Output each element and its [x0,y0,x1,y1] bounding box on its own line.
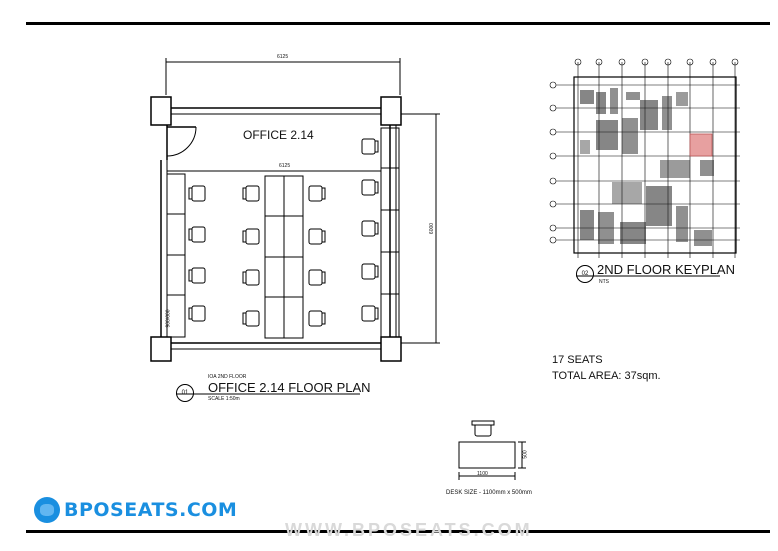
chair [188,185,206,202]
chair [188,267,206,284]
plan-number-circle: 01 [176,384,194,402]
inner-dimension-label: 6125 [279,163,291,169]
chair [361,179,379,196]
right-dimension-label: 6000 [429,222,436,235]
seat-count: 17 SEATS [552,354,603,366]
column-tl [150,96,172,126]
chair [188,305,206,322]
room-name: OFFICE 2.14 [243,128,314,142]
top-rule [26,22,770,25]
chair [308,228,326,245]
chair [361,138,379,155]
top-dimension-label: 6125 [277,54,289,60]
column-tr [380,96,402,126]
keyplan-number-circle: 02 [576,265,594,283]
desk-detail [458,420,526,480]
seat-info: 17 SEATS TOTAL AREA: 37sqm. [552,352,661,384]
keyplan-scale: NTS [599,279,609,285]
chair [242,185,260,202]
chair [361,263,379,280]
logo-text: BPOSEATS.COM [64,499,238,521]
left-dimension-label: 900/600 [165,309,172,328]
column-br [380,336,402,362]
watermark: WWW.BPOSEATS.COM [285,520,533,540]
desk-height-label: 500 [522,450,529,459]
plan-subtitle: IOA 2ND FLOOR [208,374,247,380]
chair [242,228,260,245]
chair [242,269,260,286]
chairs [188,138,379,327]
plan-scale: SCALE 1:50m [208,396,240,402]
door-swing [166,126,197,157]
keyplan-number: 02 [581,271,589,277]
total-area: TOTAL AREA: 37sqm. [552,370,661,382]
column-bl [150,336,172,362]
keyplan-furniture [580,88,714,246]
desk-width-label: 1100 [477,471,488,477]
chair [308,310,326,327]
keyplan-title: 2ND FLOOR KEYPLAN [597,262,735,277]
chair [361,305,379,322]
chair [242,310,260,327]
globe-icon [34,497,60,523]
highlighted-room [689,133,713,157]
chair [188,226,206,243]
desk-caption: DESK SIZE - 1100mm x 500mm [446,490,532,496]
chair [308,269,326,286]
plan-title: OFFICE 2.14 FLOOR PLAN [208,380,371,395]
chair [308,185,326,202]
plan-number: 01 [181,390,189,396]
bottom-rule [26,530,770,533]
brand-logo[interactable]: BPOSEATS.COM [34,497,237,523]
chair [361,220,379,237]
